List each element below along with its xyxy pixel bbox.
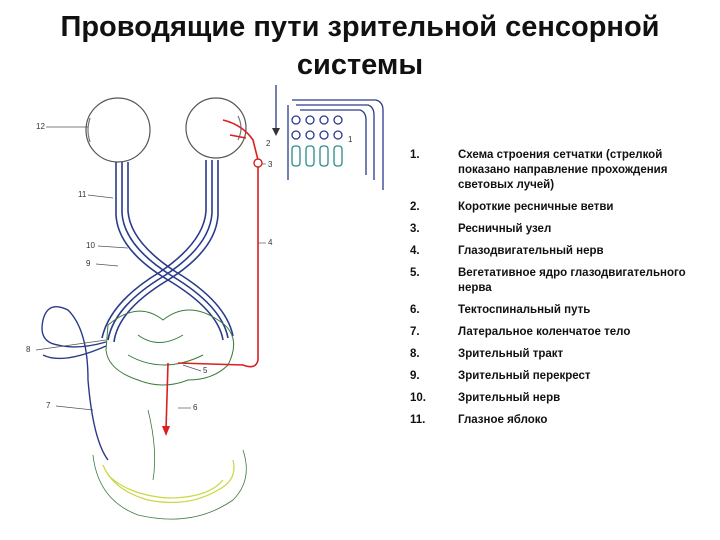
label-1: 1 (348, 135, 353, 144)
legend-item: 7.Латеральное коленчатое тело (410, 326, 631, 338)
label-3: 3 (268, 160, 273, 169)
label-8: 8 (26, 345, 31, 354)
label-10: 10 (86, 241, 95, 250)
label-9: 9 (86, 259, 91, 268)
eyeball-left (85, 97, 151, 163)
cortex-outline (92, 409, 247, 520)
ciliary-ganglion (253, 158, 263, 168)
page-title: Проводящие пути зрительной сенсорной сис… (0, 8, 720, 84)
legend-item: 10.Зрительный нерв (410, 392, 561, 404)
label-4: 4 (268, 238, 273, 247)
label-2: 2 (266, 139, 271, 148)
title-line-1: Проводящие пути зрительной сенсорной (60, 11, 660, 43)
eyeball-right (185, 97, 247, 159)
retina-inset (272, 85, 384, 190)
title-line-2: системы (296, 49, 424, 81)
optic-radiation (41, 306, 109, 461)
visual-pathway-diagram: 12 11 10 9 8 7 6 5 4 3 2 1 (26, 85, 384, 520)
brainstem-outline (105, 309, 235, 386)
label-6: 6 (193, 403, 198, 412)
label-12: 12 (36, 122, 45, 131)
legend-item: 2.Короткие ресничные ветви (410, 201, 614, 213)
visual-cortex (102, 459, 235, 504)
optic-nerves (101, 160, 234, 343)
legend-list: 1.Схема строения сетчатки (стрелкой пока… (410, 148, 710, 435)
label-7: 7 (46, 401, 51, 410)
label-5: 5 (203, 366, 208, 375)
legend-item: 3.Ресничный узел (410, 223, 552, 235)
legend-item: 11.Глазное яблоко (410, 414, 548, 426)
label-leaders (35, 126, 266, 411)
legend-item: 9.Зрительный перекрест (410, 370, 591, 382)
label-11: 11 (78, 190, 87, 199)
legend-item: 8.Зрительный тракт (410, 348, 564, 360)
legend-item: 4.Глазодвигательный нерв (410, 245, 604, 257)
legend-item: 6.Тектоспинальный путь (410, 304, 591, 316)
legend-item: 5.Вегетативное ядро глазодвигательного н… (410, 267, 686, 294)
legend-item: 1.Схема строения сетчатки (стрелкой пока… (410, 149, 668, 191)
reflex-pathway (162, 119, 259, 436)
